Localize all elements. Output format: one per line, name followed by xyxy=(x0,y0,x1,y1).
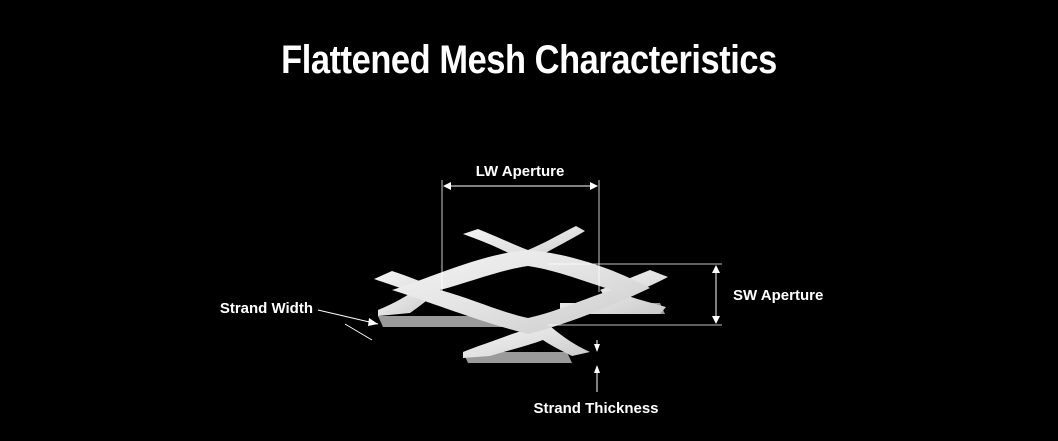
strand-thickness-label: Strand Thickness xyxy=(533,400,658,417)
sw-aperture-label: SW Aperture xyxy=(733,287,823,304)
dimension-lines xyxy=(317,180,722,392)
page-title: Flattened Mesh Characteristics xyxy=(281,38,777,82)
mesh-strands xyxy=(374,226,668,358)
dimension-arrowheads xyxy=(368,182,720,373)
lw-aperture-label: LW Aperture xyxy=(476,163,565,180)
strand-width-label: Strand Width xyxy=(220,300,313,317)
